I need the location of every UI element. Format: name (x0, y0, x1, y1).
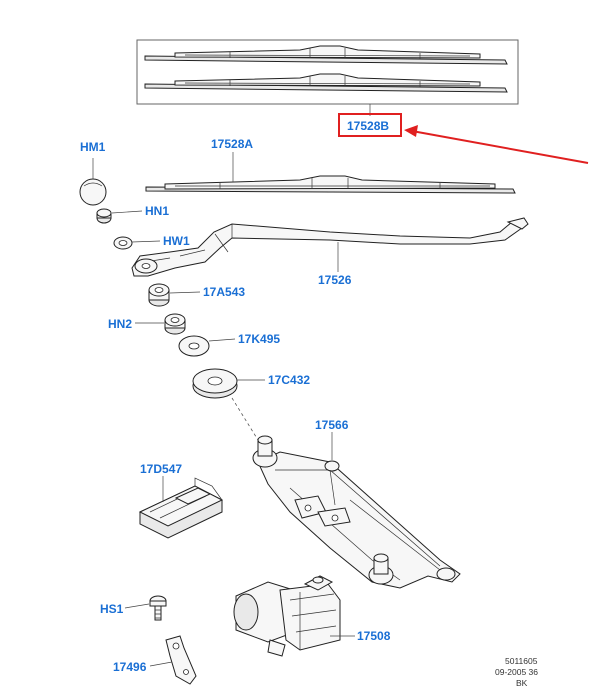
label-17c432[interactable]: 17C432 (268, 373, 310, 387)
highlight-box-17528b (338, 113, 402, 137)
label-17526[interactable]: 17526 (318, 273, 352, 287)
bracket-17496 (165, 635, 197, 685)
nut-hn2 (164, 313, 186, 335)
leader-hs1 (124, 603, 150, 609)
label-17566[interactable]: 17566 (315, 418, 349, 432)
motor-17508 (233, 575, 341, 657)
blade-set-lower-blade (144, 73, 508, 93)
label-17d547[interactable]: 17D547 (140, 462, 182, 476)
footer-ref-number: 5011605 (505, 656, 538, 666)
seal-17c432 (192, 368, 238, 399)
label-17508[interactable]: 17508 (357, 629, 391, 643)
washer-17k495 (178, 335, 210, 357)
label-17496[interactable]: 17496 (113, 660, 147, 674)
cap-hm1-shine (83, 182, 103, 187)
wiper-blade-17528a (145, 175, 516, 194)
label-17a543[interactable]: 17A543 (203, 285, 245, 299)
leader-hn1 (111, 210, 143, 214)
bushing-17a543 (148, 283, 170, 307)
screw-hs1 (149, 595, 167, 621)
highlight-arrow (404, 125, 589, 164)
leader-hw1 (131, 240, 161, 243)
blade-set-illustration (144, 45, 508, 93)
module-17d547 (138, 477, 224, 539)
blade-set-frame (136, 39, 519, 105)
label-17528a[interactable]: 17528A (211, 137, 253, 151)
leader-17a543 (169, 291, 201, 294)
assembly-axis-line (231, 397, 259, 441)
label-hw1[interactable]: HW1 (163, 234, 190, 248)
leader-17k495 (208, 338, 236, 342)
leader-17496 (149, 661, 173, 667)
label-hn1[interactable]: HN1 (145, 204, 169, 218)
label-hn2[interactable]: HN2 (108, 317, 132, 331)
linkage-17566 (252, 435, 461, 589)
label-17k495[interactable]: 17K495 (238, 332, 280, 346)
footer-variant: BK (516, 678, 528, 688)
wiper-arm-17526 (131, 217, 529, 277)
nut-hn1 (96, 208, 112, 224)
footer-date-code: 09-2005 36 (495, 667, 538, 677)
label-hm1[interactable]: HM1 (80, 140, 106, 154)
label-hs1[interactable]: HS1 (100, 602, 124, 616)
label-17528b[interactable]: 17528B (347, 119, 389, 133)
washer-hw1 (113, 236, 133, 250)
blade-set-upper-blade (144, 45, 508, 65)
